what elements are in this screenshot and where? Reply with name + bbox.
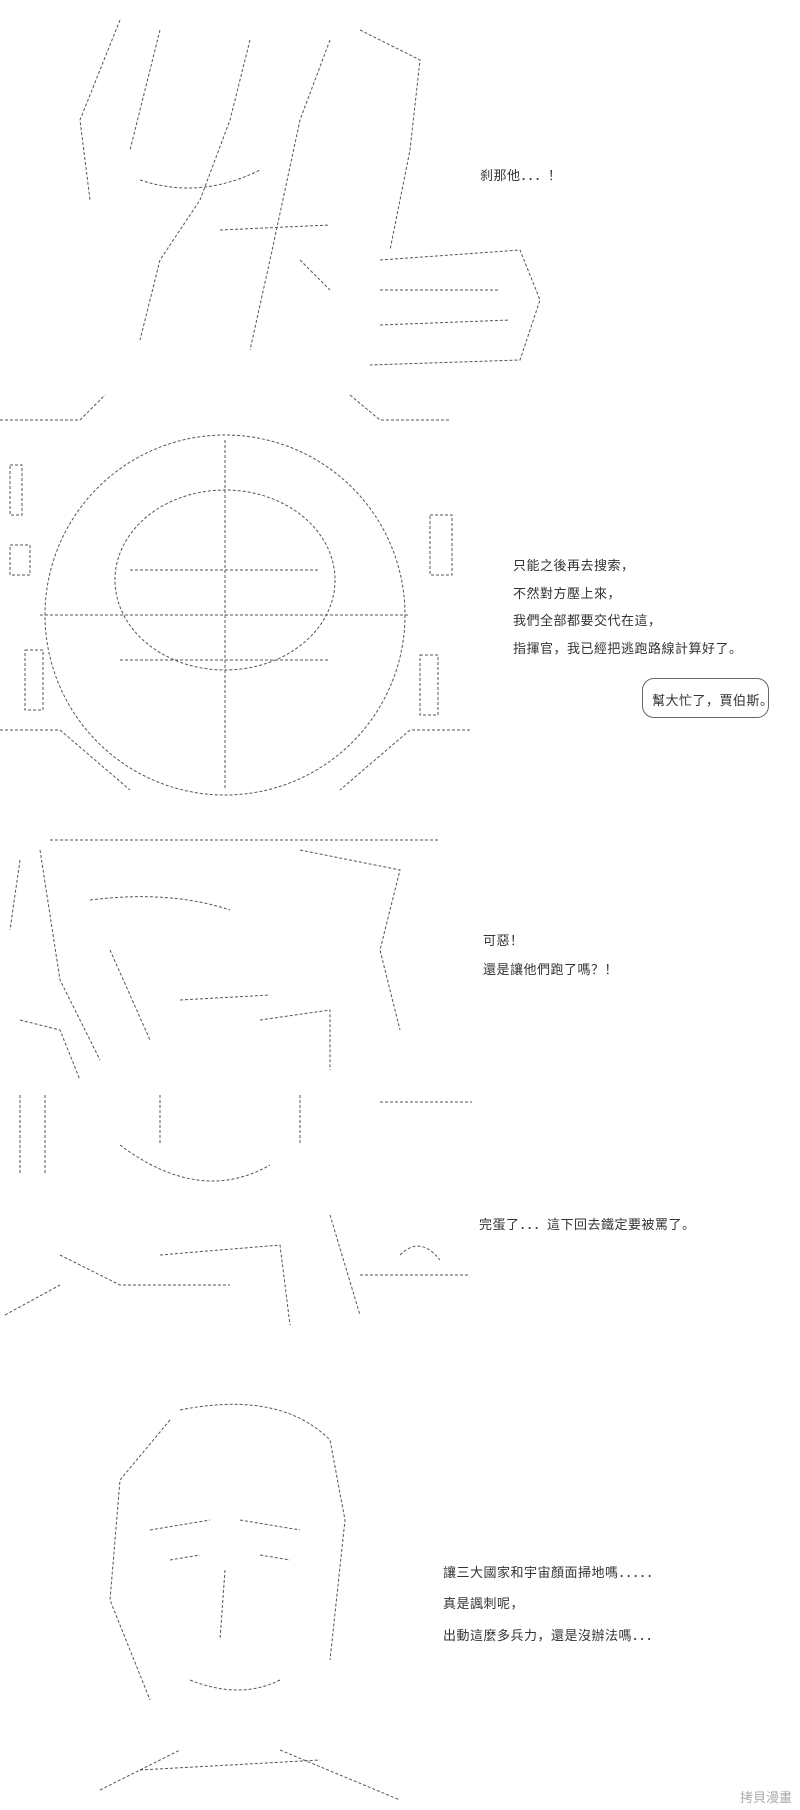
ascii-art-character-3 <box>9 839 440 1081</box>
ascii-art-character-1 <box>0 19 541 421</box>
ascii-art-character-5 <box>99 1403 401 1801</box>
dialogue-line: 我們全部都要交代在這， <box>513 614 662 629</box>
speech-bubble-text: 幫大忙了，賈伯斯。 <box>652 694 774 709</box>
ascii-art-character-4 <box>4 1095 472 1326</box>
dialogue-line: 真是諷刺呢， <box>443 1597 525 1612</box>
dialogue-line: 只能之後再去搜索， <box>513 559 635 574</box>
dialogue-line: 可惡！ <box>483 934 524 949</box>
dialogue-line: 出動這麼多兵力，還是沒辦法嗎．．． <box>443 1629 660 1644</box>
dialogue-1: 完蛋了．．．這下回去鐵定要被罵了。 <box>479 1218 696 1233</box>
ascii-art-targeting-scope <box>0 434 470 796</box>
dialogue-line: 指揮官，我已經把逃跑路線計算好了。 <box>513 642 743 657</box>
dialogue-line: 不然對方壓上來， <box>513 587 622 602</box>
dialogue-1: 刹那他．．．！ <box>480 169 562 184</box>
speech-bubble <box>642 678 769 718</box>
watermark: 拷貝漫畫 <box>739 1791 792 1806</box>
dialogue-line: 還是讓他們跑了嗎？！ <box>483 963 619 978</box>
dialogue-line: 讓三大國家和宇宙顏面掃地嗎．．．．． <box>443 1566 661 1581</box>
